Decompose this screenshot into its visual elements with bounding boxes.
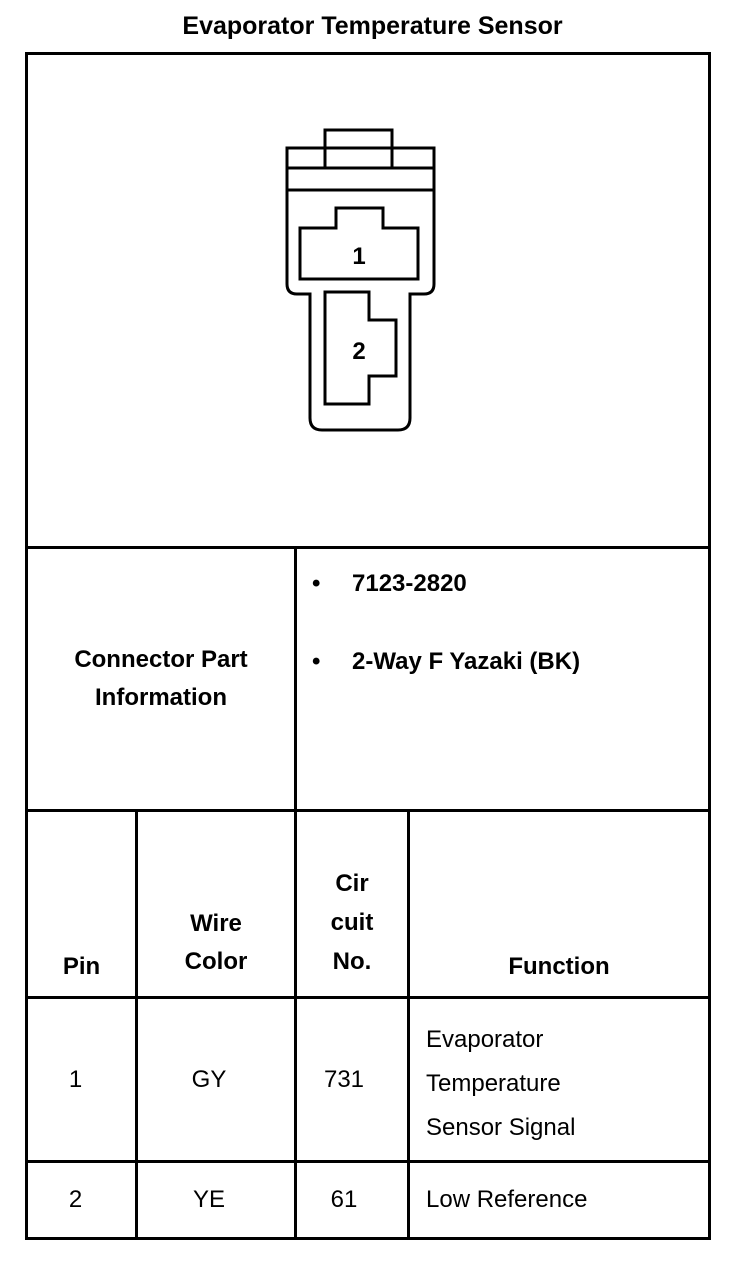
divider-part-info [294, 546, 297, 1240]
divider-header [25, 809, 711, 812]
header-pin: Pin [62, 953, 101, 980]
part-info-label: Connector Part Information [28, 549, 294, 809]
part-bullet-2: • 2-Way F Yazaki (BK) [312, 648, 580, 676]
bullet-icon: • [312, 648, 321, 675]
table-border-left [25, 52, 28, 1240]
pin-cavity-2 [323, 290, 398, 406]
row2-function: Low Reference [426, 1186, 588, 1213]
pin-label-2: 2 [352, 338, 365, 365]
header-wire-color: Wire Color [184, 910, 248, 975]
row1-function: Evaporator Temperature Sensor Signal [426, 1026, 576, 1141]
part-bullet-1: • 7123-2820 [312, 570, 467, 598]
part-description: 2-Way F Yazaki (BK) [352, 648, 581, 675]
row2-wire-color: YE [192, 1186, 225, 1213]
pin-cavity-1 [298, 206, 420, 281]
diagram-title: Evaporator Temperature Sensor [182, 12, 563, 40]
table-border-top [25, 52, 711, 55]
connector-body-outline [285, 146, 436, 432]
divider-row-1 [25, 1160, 711, 1163]
divider-col-pin [135, 809, 138, 1240]
table-border-right [708, 52, 711, 1240]
row2-circuit-no: 61 [330, 1186, 358, 1213]
part-info-label-line1: Connector Part [74, 646, 248, 673]
pin-label-1: 1 [352, 243, 365, 270]
header-circuit-no: Cir cuit No. [330, 870, 374, 975]
part-number: 7123-2820 [352, 570, 467, 597]
header-function: Function [508, 953, 610, 980]
divider-col-circuit [407, 809, 410, 1240]
row2-pin: 2 [68, 1186, 83, 1213]
row1-wire-color: GY [191, 1065, 227, 1093]
divider-diagram [25, 546, 711, 549]
table-border-bottom [25, 1237, 711, 1240]
connector-face-diagram: 1 2 [285, 128, 436, 432]
divider-header-bottom [25, 996, 711, 999]
bullet-icon: • [312, 570, 321, 597]
row1-circuit-no: 731 [323, 1065, 365, 1093]
row1-pin: 1 [68, 1065, 83, 1093]
part-info-label-line2: Information [95, 684, 227, 711]
